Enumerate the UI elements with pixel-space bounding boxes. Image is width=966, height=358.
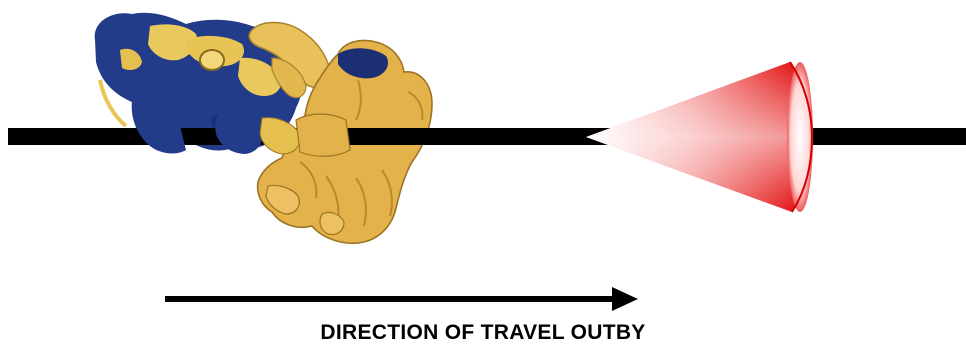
direction-arrow-icon — [165, 287, 638, 311]
directional-cone-icon — [586, 62, 813, 212]
direction-caption: DIRECTION OF TRAVEL OUTBY — [0, 321, 966, 345]
